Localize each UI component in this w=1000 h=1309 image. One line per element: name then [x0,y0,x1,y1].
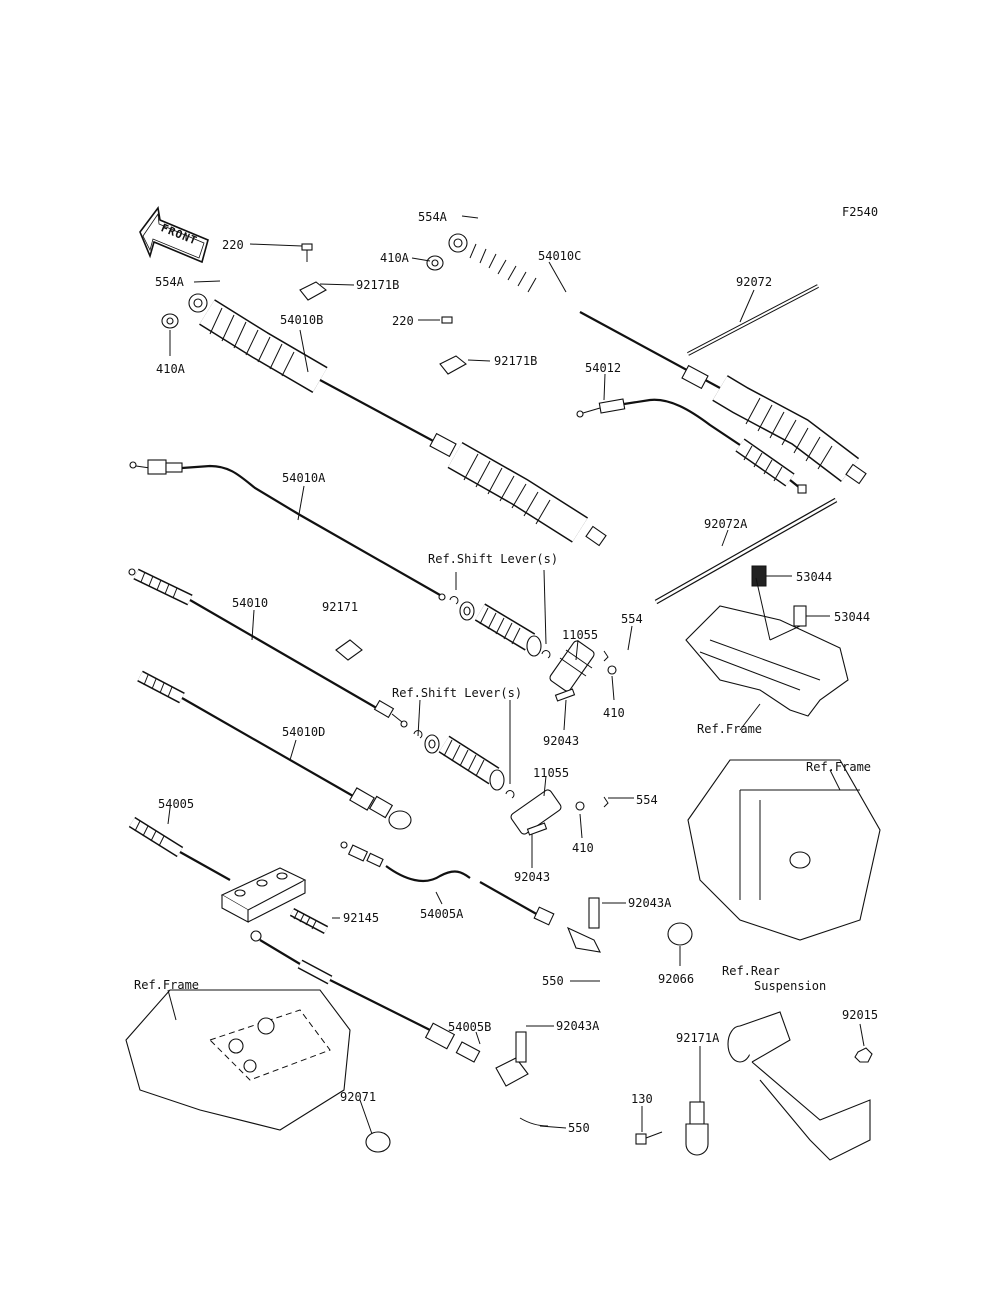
cable-54010c [448,233,867,485]
ref-shift-lever-2: Ref.Shift Lever(s) [392,686,523,700]
cable-54010b [188,293,607,547]
bracket-92171a-icon [685,1101,709,1156]
label-54005a: 54005A [420,907,464,921]
label-53044-b: 53044 [834,610,871,624]
cable-54012 [576,398,807,494]
label-92071: 92071 [340,1090,377,1104]
tie-92072-icon [687,284,819,356]
label-11055-a: 11055 [562,628,599,642]
bolt-130-icon [635,1131,663,1145]
label-92043a-b: 92043A [556,1019,600,1033]
label-54005b: 54005B [448,1020,492,1034]
label-92171: 92171 [322,600,359,614]
label-220-a: 220 [222,238,244,252]
label-554a-left: 554A [155,275,184,289]
ref-frame-bottom-left [125,989,351,1131]
ref-rear-suspension [727,1011,871,1161]
ref-rear-suspension-2: Suspension [754,979,827,993]
ref-frame-upper-right [685,605,849,717]
nut-92015-icon [854,1047,873,1063]
label-410-b: 410 [572,841,594,855]
label-54010c: 54010C [538,249,582,263]
label-92066: 92066 [658,972,695,986]
collar-53044-a-icon [751,565,767,587]
label-92072a: 92072A [704,517,748,531]
cable-54005 [128,816,307,923]
label-92145: 92145 [343,911,380,925]
spring-92145 [289,908,329,934]
cap-92066-icon [667,922,693,946]
front-arrow-icon [139,206,209,264]
label-54010: 54010 [232,596,269,610]
shift-lever-lower-assembly [413,730,609,836]
ref-shift-lever-1: Ref.Shift Lever(s) [428,552,559,566]
label-54010a: 54010A [282,471,326,485]
label-554-a: 554 [621,612,643,626]
clamp-92171-icon [335,639,363,661]
ref-frame-middle-right [687,759,881,941]
cable-54010d [137,670,412,830]
ref-frame-1: Ref.Frame [697,722,763,736]
label-220-b: 220 [392,314,414,328]
label-92171a: 92171A [676,1031,720,1045]
label-550-b: 550 [568,1121,590,1135]
washer-410a-left-icon [161,313,179,329]
label-410-a: 410 [603,706,625,720]
label-54012: 54012 [585,361,622,375]
collar-53044-b-icon [793,605,807,627]
label-92171b-a: 92171B [356,278,400,292]
ref-frame-2: Ref.Frame [806,760,872,774]
figure-code: F2540 [842,205,879,219]
bushing-92071-icon [365,1131,391,1153]
bolt-220-a-icon [301,243,313,262]
label-92072: 92072 [736,275,773,289]
clamp-92171b-a-icon [299,281,327,301]
label-54010d: 54010D [282,725,326,739]
label-554a-top: 554A [418,210,447,224]
label-92043-a: 92043 [543,734,580,748]
shift-lever-upper-assembly [449,596,617,702]
label-92043-b: 92043 [514,870,551,884]
ref-rear-suspension-1: Ref.Rear [722,964,780,978]
cable-54010 [128,568,408,728]
label-92015: 92015 [842,1008,879,1022]
label-130: 130 [631,1092,653,1106]
cable-54005a [340,841,601,953]
washer-410a-top-icon [426,255,444,271]
label-92171b-b: 92171B [494,354,538,368]
label-410a-top: 410A [380,251,409,265]
label-54005: 54005 [158,797,195,811]
cable-54010a [129,459,446,601]
label-53044-a: 53044 [796,570,833,584]
cable-54005b [250,930,549,1127]
label-410a-left: 410A [156,362,185,376]
label-11055-b: 11055 [533,766,570,780]
label-550-a: 550 [542,974,564,988]
label-54010b: 54010B [280,313,324,327]
label-554-b: 554 [636,793,658,807]
bolt-220-b-icon [441,316,453,324]
ref-frame-3: Ref.Frame [134,978,200,992]
label-92043a-a: 92043A [628,896,672,910]
clamp-92171b-b-icon [439,355,467,375]
tie-92072a-icon [654,497,838,605]
